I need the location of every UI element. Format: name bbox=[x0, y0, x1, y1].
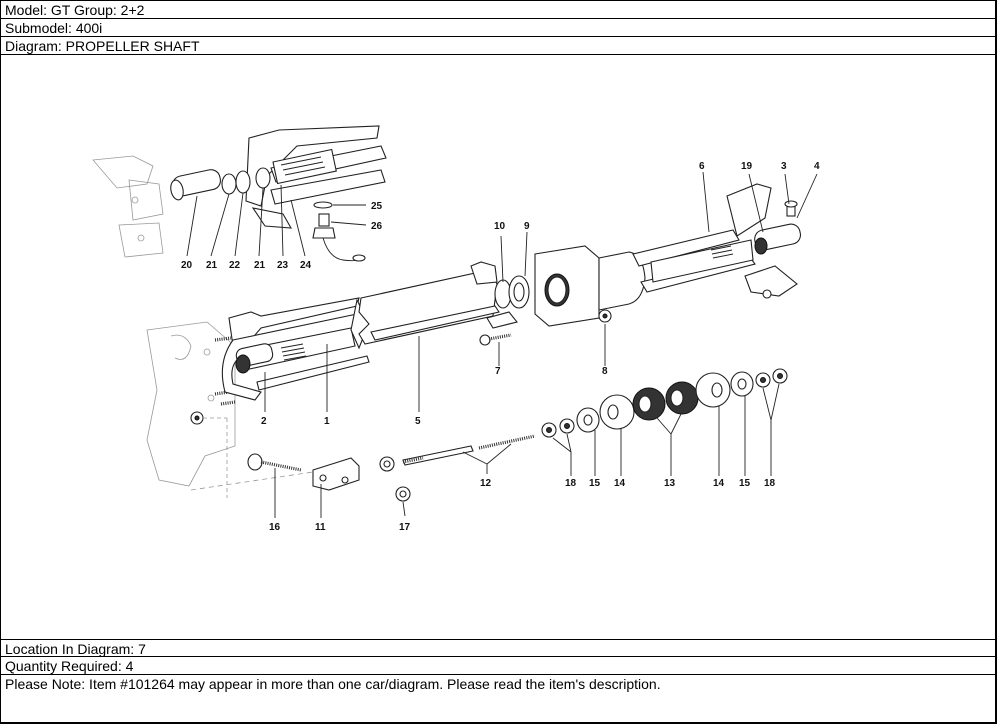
callout-16: 16 bbox=[269, 522, 281, 533]
callout-3: 3 bbox=[781, 161, 787, 172]
gearbox-housing bbox=[146, 321, 236, 498]
callout-2: 2 bbox=[261, 416, 267, 427]
mounting-hardware bbox=[190, 368, 788, 518]
callout-18-second: 18 bbox=[764, 478, 776, 489]
callout-23: 23 bbox=[277, 260, 289, 271]
callout-21: 21 bbox=[206, 260, 218, 271]
rear-shaft-assembly bbox=[534, 171, 818, 366]
callout-12: 12 bbox=[480, 478, 492, 489]
callout-24: 24 bbox=[300, 260, 312, 271]
callout-8: 8 bbox=[602, 366, 608, 377]
diagram-title-row: Diagram: PROPELLER SHAFT bbox=[0, 37, 997, 55]
propeller-shaft-diagram: 20 21 22 21 23 24 25 26 10 9 6 19 3 4 7 … bbox=[1, 56, 995, 639]
location-row: Location In Diagram: 7 bbox=[0, 639, 997, 657]
quantity-row: Quantity Required: 4 bbox=[0, 657, 997, 675]
callout-17: 17 bbox=[399, 522, 411, 533]
callout-13: 13 bbox=[664, 478, 676, 489]
callout-14: 14 bbox=[614, 478, 626, 489]
callout-15-second: 15 bbox=[739, 478, 751, 489]
callout-22: 22 bbox=[229, 260, 241, 271]
callout-21-second: 21 bbox=[254, 260, 266, 271]
callout-18: 18 bbox=[565, 478, 577, 489]
callout-26: 26 bbox=[371, 221, 383, 232]
exploded-view-illustration: 20 21 22 21 23 24 25 26 10 9 6 19 3 4 7 … bbox=[92, 125, 820, 533]
callout-11: 11 bbox=[315, 522, 326, 533]
submodel-row: Submodel: 400i bbox=[0, 19, 997, 37]
callout-labels: 20 21 22 21 23 24 25 26 10 9 6 19 3 4 7 … bbox=[181, 161, 820, 533]
front-shaft-assembly bbox=[221, 231, 530, 412]
callout-5: 5 bbox=[415, 416, 421, 427]
callout-19: 19 bbox=[741, 161, 753, 172]
callout-6: 6 bbox=[699, 161, 705, 172]
callout-10: 10 bbox=[494, 221, 506, 232]
callout-15: 15 bbox=[589, 478, 601, 489]
upper-gearbox-ghost bbox=[92, 155, 164, 258]
upper-shaft-assembly bbox=[170, 125, 387, 262]
callout-4: 4 bbox=[814, 161, 820, 172]
model-row: Model: GT Group: 2+2 bbox=[0, 0, 997, 19]
callout-1: 1 bbox=[324, 416, 330, 427]
note-row: Please Note: Item #101264 may appear in … bbox=[5, 676, 661, 692]
callout-7: 7 bbox=[495, 366, 501, 377]
callout-9: 9 bbox=[524, 221, 530, 232]
callout-20: 20 bbox=[181, 260, 193, 271]
callout-25: 25 bbox=[371, 201, 383, 212]
callout-14-second: 14 bbox=[713, 478, 725, 489]
